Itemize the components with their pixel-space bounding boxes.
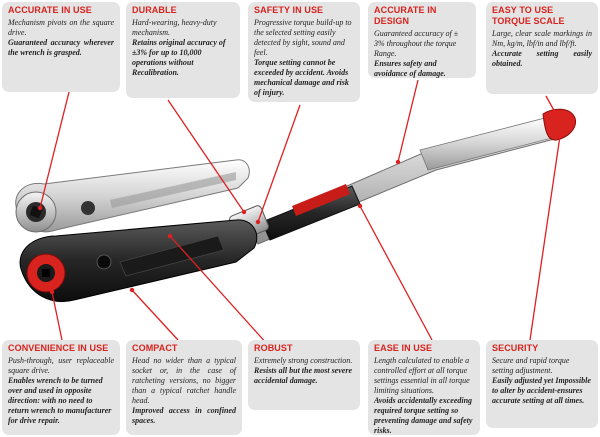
callout-text: Push-through, user replaceable square dr…: [8, 356, 114, 375]
callout-title: DURABLE: [132, 5, 177, 15]
callout-text-bold: Easily adjusted yet Impossible to alter …: [492, 376, 591, 405]
callout-easy-to-use: EASY TO USE TORQUE SCALE Large, clear sc…: [486, 2, 598, 94]
callout-text: Head no wider than a typical socket or, …: [132, 356, 236, 405]
callout-convenience-in-use: CONVENIENCE IN USE Push-through, user re…: [2, 340, 120, 435]
back-wrench: [15, 159, 250, 233]
callout-ease-in-use: EASE IN USE Length calculated to enable …: [368, 340, 480, 435]
callout-text: Progressive torque build-up to the selec…: [254, 18, 352, 57]
callout-text-bold: Ensures safety and avoidance of damage.: [374, 59, 446, 78]
callout-title: EASE IN USE: [374, 343, 433, 353]
callout-text: Large, clear scale markings in Nm, kg/m,…: [492, 29, 592, 48]
callout-text: Mechanism pivots on the square drive.: [8, 18, 114, 37]
leader-dots: [37, 111, 563, 295]
callout-text: Guaranteed accuracy of ± 3% throughout t…: [374, 29, 459, 58]
callout-text: Hard-wearing, heavy-duty mechanism.: [132, 18, 217, 37]
callout-text: Secure and rapid torque setting adjustme…: [492, 356, 570, 375]
callout-text-bold: Guaranteed accuracy wherever the wrench …: [8, 38, 114, 57]
callout-accurate-in-design: ACCURATE IN DESIGN Guaranteed accuracy o…: [368, 2, 476, 78]
callout-safety-in-use: SAFETY IN USE Progressive torque build-u…: [248, 2, 360, 102]
callout-text: Extremely strong construction.: [254, 356, 353, 365]
callout-title: CONVENIENCE IN USE: [8, 343, 109, 353]
callout-subtitle: TORQUE SCALE: [492, 16, 565, 26]
callout-text-bold: Resists all but the most severe accident…: [254, 366, 352, 385]
callout-title: ACCURATE IN DESIGN: [374, 5, 437, 26]
callout-text: Length calculated to enable a controlled…: [374, 356, 470, 395]
callout-title: ROBUST: [254, 343, 293, 353]
callout-compact: COMPACT Head no wider than a typical soc…: [126, 340, 242, 435]
callout-text-bold: Improved access in confined spaces.: [132, 406, 236, 425]
callout-title: SECURITY: [492, 343, 539, 353]
callout-title: SAFETY IN USE: [254, 5, 324, 15]
callout-text-bold: Torque setting cannot be exceeded by acc…: [254, 58, 349, 97]
callout-security: SECURITY Secure and rapid torque setting…: [486, 340, 598, 428]
callout-text-bold: Enables wrench to be turned over and use…: [8, 376, 112, 425]
callout-text-bold: Retains original accuracy of ±3% for up …: [132, 38, 226, 77]
callout-title: ACCURATE IN USE: [8, 5, 92, 15]
callout-accurate-in-use: ACCURATE IN USE Mechanism pivots on the …: [2, 2, 120, 92]
leader-lines: [39, 79, 561, 346]
callout-durable: DURABLE Hard-wearing, heavy-duty mechani…: [126, 2, 240, 98]
callout-text-bold: Avoids accidentally exceeding required t…: [374, 396, 473, 435]
main-wrench: [19, 108, 577, 302]
callout-text-bold: Accurate setting easily obtained.: [492, 49, 592, 68]
callout-title: EASY TO USE: [492, 5, 554, 15]
callout-title: COMPACT: [132, 343, 178, 353]
callout-robust: ROBUST Extremely strong construction. Re…: [248, 340, 360, 410]
